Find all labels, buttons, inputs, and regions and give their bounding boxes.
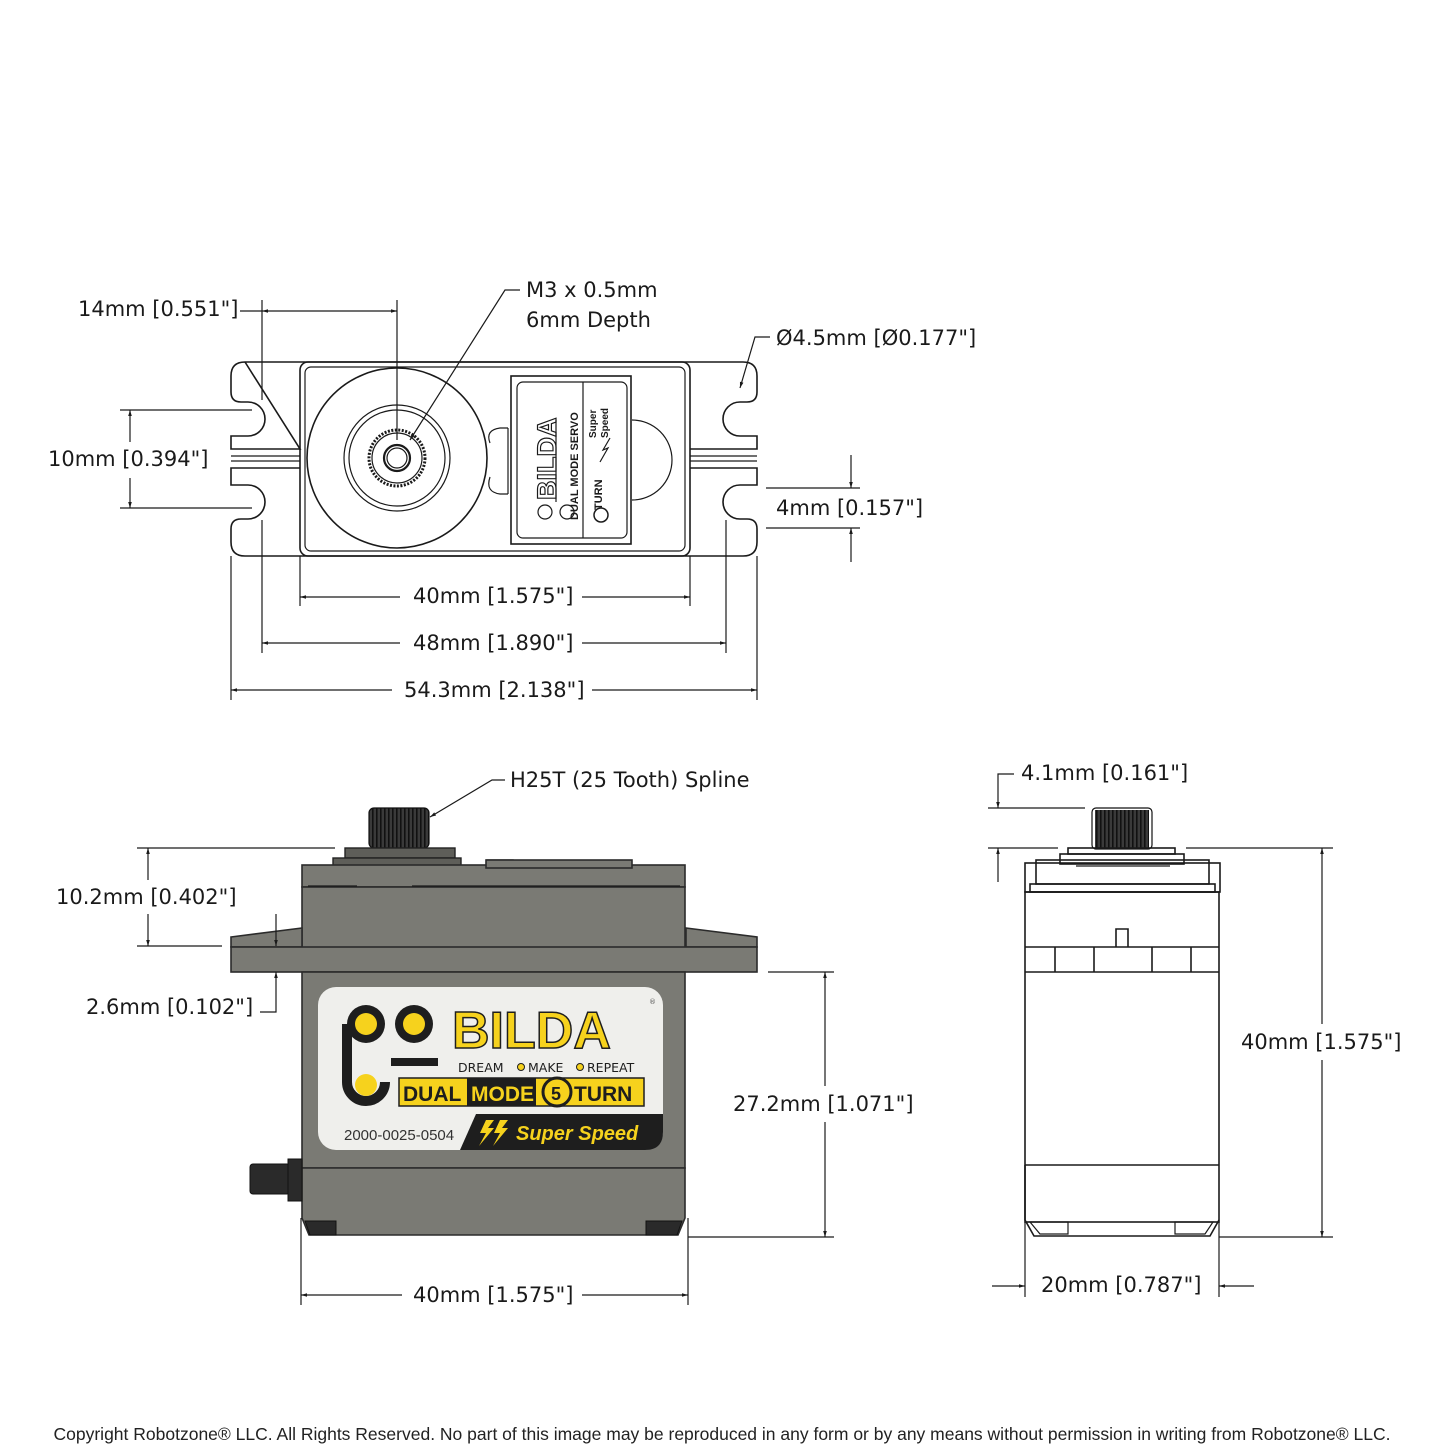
side-view: 4.1mm [0.161"] 40mm [1.575"] 20mm [0.787… — [988, 761, 1401, 1297]
dim-hole-spacing: 48mm [1.890"] — [413, 631, 573, 655]
dim-side-height: 40mm [1.575"] — [1241, 1030, 1401, 1054]
dim-horn-offset: 14mm [0.551"] — [78, 297, 238, 321]
top-sticker — [510, 375, 632, 545]
dim-tab-spacing: 10mm [0.394"] — [48, 447, 208, 471]
label-dual: DUAL — [403, 1083, 461, 1106]
side-spline — [1091, 807, 1153, 850]
top-view: BILDA DUAL MODE SERVO TURN Super Speed 1… — [48, 278, 976, 702]
cable-connector — [249, 1163, 291, 1195]
dim-thread: M3 x 0.5mm — [526, 278, 658, 302]
label-speed: Super Speed — [516, 1123, 639, 1145]
go-logo-icon — [342, 1005, 438, 1106]
top-sticker-speed1: Super — [588, 410, 599, 438]
dim-slot-width: 4mm [0.157"] — [776, 496, 923, 520]
dim-thread-depth: 6mm Depth — [526, 308, 651, 332]
label-brand: BILDA — [452, 1002, 611, 1060]
top-sticker-turn: TURN — [593, 479, 605, 510]
top-flange-outline — [230, 361, 758, 557]
lightning-icon — [599, 437, 611, 463]
top-sticker-speed2: Speed — [600, 408, 611, 438]
screw-hole-icon — [382, 443, 412, 473]
gobilda-label: BILDA ® DREAM MAKE REPEAT DUAL MODE 5 TU… — [318, 987, 663, 1150]
mounting-flange — [230, 927, 303, 948]
label-tagline-2: MAKE — [528, 1060, 564, 1075]
front-view: BILDA ® DREAM MAKE REPEAT DUAL MODE 5 TU… — [56, 768, 914, 1307]
label-registered: ® — [649, 998, 656, 1006]
dim-front-width: 40mm [1.575"] — [413, 1283, 573, 1307]
spline-teeth-icon — [367, 428, 427, 488]
label-turn: TURN — [574, 1083, 632, 1106]
copyright-notice: Copyright Robotzone® LLC. All Rights Res… — [54, 1424, 1391, 1444]
top-body-outer — [299, 361, 691, 557]
label-part-number: 2000-0025-0504 — [344, 1127, 454, 1144]
dim-body-width: 40mm [1.575"] — [413, 584, 573, 608]
dim-side-depth: 20mm [0.787"] — [1041, 1273, 1201, 1297]
dim-flange-thickness: 2.6mm [0.102"] — [86, 995, 253, 1019]
dim-spline-height: 4.1mm [0.161"] — [1021, 761, 1188, 785]
top-sticker-line1: DUAL MODE SERVO — [569, 412, 581, 520]
dim-overall-width: 54.3mm [2.138"] — [404, 678, 585, 702]
side-body — [1024, 891, 1220, 1223]
label-turn-num: 5 — [551, 1084, 561, 1104]
label-tagline-3: REPEAT — [587, 1060, 635, 1075]
dim-spline: H25T (25 Tooth) Spline — [510, 768, 750, 792]
top-sticker-brand: BILDA — [532, 418, 562, 501]
dim-top-height: 10.2mm [0.402"] — [56, 885, 237, 909]
dim-lower-height: 27.2mm [1.071"] — [733, 1092, 914, 1116]
label-mode: MODE — [471, 1083, 534, 1106]
label-tagline-1: DREAM — [458, 1060, 504, 1075]
turn-5-badge-icon — [541, 1076, 573, 1108]
turn-5-icon — [593, 507, 609, 523]
output-spline — [368, 807, 430, 849]
lightning-bolt-icon — [479, 1120, 508, 1146]
dim-hole-diameter: Ø4.5mm [Ø0.177"] — [776, 326, 976, 350]
